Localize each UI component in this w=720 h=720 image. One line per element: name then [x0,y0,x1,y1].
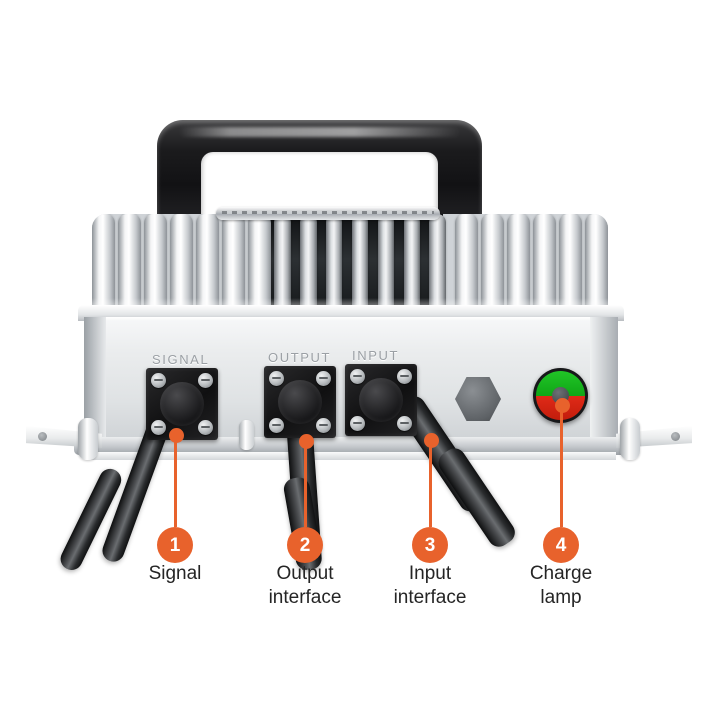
bracket-hole [38,432,47,441]
cable [434,444,520,552]
connector-input [345,364,417,436]
heatsink-fin [143,214,167,314]
callout-anchor-dot-3 [424,433,439,448]
bracket-post [620,418,640,460]
callout-line-3 [429,440,432,527]
cable-gland [160,382,204,426]
screw-icon [151,420,166,435]
heatsink-fin [299,214,317,314]
screw-icon [350,369,365,384]
heatsink-fin [92,214,115,314]
heatsink-fin [377,214,395,314]
cable-gland [278,380,322,424]
enclosure-bottom-rail-lower [88,452,616,460]
screw-icon [269,371,284,386]
callout-label-2: Output interface [268,563,342,609]
port-label-signal: SIGNAL [152,352,210,367]
callout-badge-1[interactable]: 1 [157,521,193,563]
heatsink-fin [455,214,479,314]
enclosure-bottom-rail [74,437,630,455]
connector-signal [146,368,218,440]
enclosure-right-bevel [590,317,618,445]
enclosure-left-bevel [84,317,106,445]
screw-icon [151,373,166,388]
screw-icon [397,369,412,384]
screw-icon [316,418,331,433]
callout-line-4 [560,405,563,527]
mounting-bracket-right [616,418,692,462]
callout-label-3: Input interface [393,563,467,609]
product-photo: SIGNAL OUTPUT INPUT [26,120,692,574]
standoff-pin-left [239,420,254,450]
heatsink-fins [92,214,608,314]
callout-line-2 [304,441,307,527]
port-label-input: INPUT [352,348,399,363]
heatsink-fin [403,214,421,314]
heatsink-fin [533,214,557,314]
screw-icon [350,416,365,431]
screw-icon [316,371,331,386]
callout-badge-2[interactable]: 2 [287,521,323,563]
heatsink-fin [117,214,141,314]
bracket-post [78,418,98,460]
heatsink-fin [247,214,271,314]
screw-icon [198,373,213,388]
callout-badge-3[interactable]: 3 [412,521,448,563]
heatsink-fin [559,214,583,314]
mounting-bracket-left [26,418,102,462]
screw-icon [198,420,213,435]
callout-line-1 [174,435,177,527]
heatsink-fin [273,214,291,314]
cable-gland [359,378,403,422]
heatsink-fin [507,214,531,314]
callout-label-4: Charge lamp [529,563,593,609]
screw-icon [397,416,412,431]
top-wire-clip [216,207,440,220]
callout-anchor-dot-1 [169,428,184,443]
heatsink-fin [429,214,447,314]
heatsink-fin [585,214,608,314]
callout-anchor-dot-4 [555,398,570,413]
heatsink-fin [169,214,193,314]
heatsink-fin [481,214,505,314]
port-label-output: OUTPUT [268,350,332,365]
heatsink-fin [325,214,343,314]
handle-highlight [179,127,461,137]
heatsink-fin [195,214,219,314]
connector-output [264,366,336,438]
callout-anchor-dot-2 [299,434,314,449]
heatsink-fin [351,214,369,314]
heatsink-fin [221,214,245,314]
screw-icon [269,418,284,433]
callout-badge-4[interactable]: 4 [543,521,579,563]
bracket-hole [671,432,680,441]
callout-label-1: Signal [148,563,202,584]
